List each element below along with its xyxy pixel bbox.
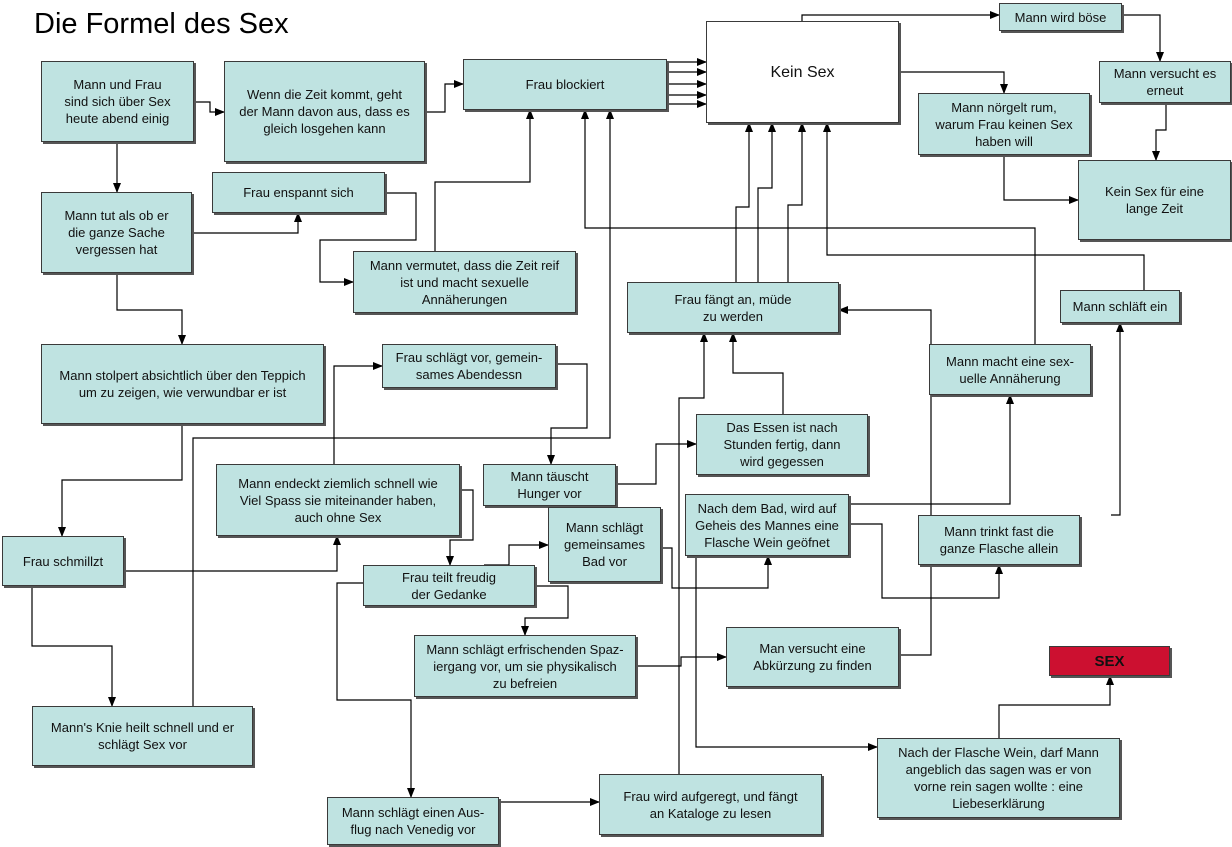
connector-arrow: [1122, 14, 1164, 62]
connector-arrow: [661, 547, 772, 589]
connector-arrow: [636, 653, 727, 667]
node-noergelt: Mann nörgelt rum, warum Frau keinen Sex …: [918, 93, 1090, 155]
node-vergessen: Mann tut als ob er die ganze Sache verge…: [41, 192, 192, 273]
node-stolpert: Mann stolpert absichtlich über den Teppi…: [41, 344, 324, 424]
connector-arrow: [425, 80, 464, 113]
node-essen-fertig: Das Essen ist nach Stunden fertig, dann …: [696, 414, 868, 475]
node-venedig: Mann schlägt einen Aus- flug nach Venedi…: [327, 797, 499, 845]
connector-arrow: [849, 394, 1014, 505]
node-zeit-kommt: Wenn die Zeit kommt, geht der Mann davon…: [224, 61, 425, 162]
connector-arrow: [1152, 103, 1167, 161]
connector-arrow: [757, 122, 776, 282]
node-spass: Mann endeckt ziemlich schnell wie Viel S…: [216, 464, 460, 536]
connector-arrow: [194, 101, 225, 116]
node-hunger: Mann täuscht Hunger vor: [483, 464, 616, 506]
connector-arrow: [547, 363, 588, 465]
node-vermutet: Mann vermutet, dass die Zeit reif ist un…: [353, 251, 576, 313]
node-versucht-erneut: Mann versucht es erneut: [1099, 61, 1231, 103]
node-schlaeft-ein: Mann schläft ein: [1060, 290, 1180, 323]
node-entspannt: Frau enspannt sich: [212, 172, 385, 213]
connector-arrow: [484, 541, 549, 566]
node-kein-sex: Kein Sex: [706, 21, 899, 123]
connector-arrow: [838, 306, 932, 656]
connector-arrow: [729, 332, 784, 414]
connector-arrow: [333, 362, 383, 464]
connector-arrow: [58, 424, 183, 537]
connector-arrow: [124, 535, 341, 572]
node-flasche-wein: Nach der Flasche Wein, darf Mann angebli…: [877, 738, 1120, 818]
connector-arrow: [787, 122, 806, 282]
connector-arrow: [678, 332, 708, 774]
connector-arrow: [735, 122, 753, 282]
connector-arrow: [319, 192, 417, 286]
connector-arrow: [31, 586, 116, 707]
node-bad: Mann schlägt gemeinsames Bad vor: [548, 507, 661, 582]
connector-arrow: [446, 489, 474, 566]
node-trinkt: Mann trinkt fast die ganze Flasche allei…: [918, 515, 1080, 565]
connector-arrow: [616, 440, 697, 485]
node-einig: Mann und Frau sind sich über Sex heute a…: [41, 61, 194, 142]
node-kataloge: Frau wird aufgeregt, und fängt an Katalo…: [599, 774, 822, 835]
connector-arrow: [192, 212, 302, 234]
node-schmilzt: Frau schmillzt: [2, 536, 124, 586]
node-abendessen: Frau schlägt vor, gemein- sames Abendess…: [382, 344, 556, 388]
node-gedanke: Frau teilt freudig der Gedanke: [363, 565, 535, 606]
connector-arrow: [434, 109, 534, 251]
connector-arrow: [849, 523, 1003, 599]
node-bad-wein: Nach dem Bad, wird auf Geheis des Mannes…: [685, 494, 849, 556]
connector-arrow: [801, 11, 1000, 21]
node-frau-blockiert: Frau blockiert: [463, 59, 667, 110]
connector-arrow: [695, 556, 878, 751]
diagram-title: Die Formel des Sex: [34, 8, 289, 40]
connector-arrow: [116, 273, 186, 345]
connector-arrow: [581, 109, 1036, 344]
node-mann-wird-boese: Mann wird böse: [999, 3, 1122, 31]
connector-arrow: [521, 585, 569, 636]
connector-arrow: [823, 122, 1145, 290]
connector-arrow: [998, 675, 1114, 738]
connector-arrow: [1111, 322, 1124, 516]
connector-arrow: [899, 71, 1008, 94]
connector-arrow: [1003, 155, 1079, 204]
node-sex: SEX: [1049, 646, 1170, 676]
node-annaeherung: Mann macht eine sex- uelle Annäherung: [929, 344, 1091, 395]
node-lange-zeit: Kein Sex für eine lange Zeit: [1078, 160, 1231, 240]
connector-arrow: [336, 582, 415, 798]
node-knie: Mann's Knie heilt schnell und er schlägt…: [32, 706, 253, 766]
connector-arrow: [192, 109, 614, 706]
node-muede: Frau fängt an, müde zu werden: [627, 282, 839, 333]
node-spaziergang: Mann schlägt erfrischenden Spaz- iergang…: [414, 635, 636, 697]
node-abkuerzung: Man versucht eine Abkürzung zu finden: [726, 627, 899, 687]
